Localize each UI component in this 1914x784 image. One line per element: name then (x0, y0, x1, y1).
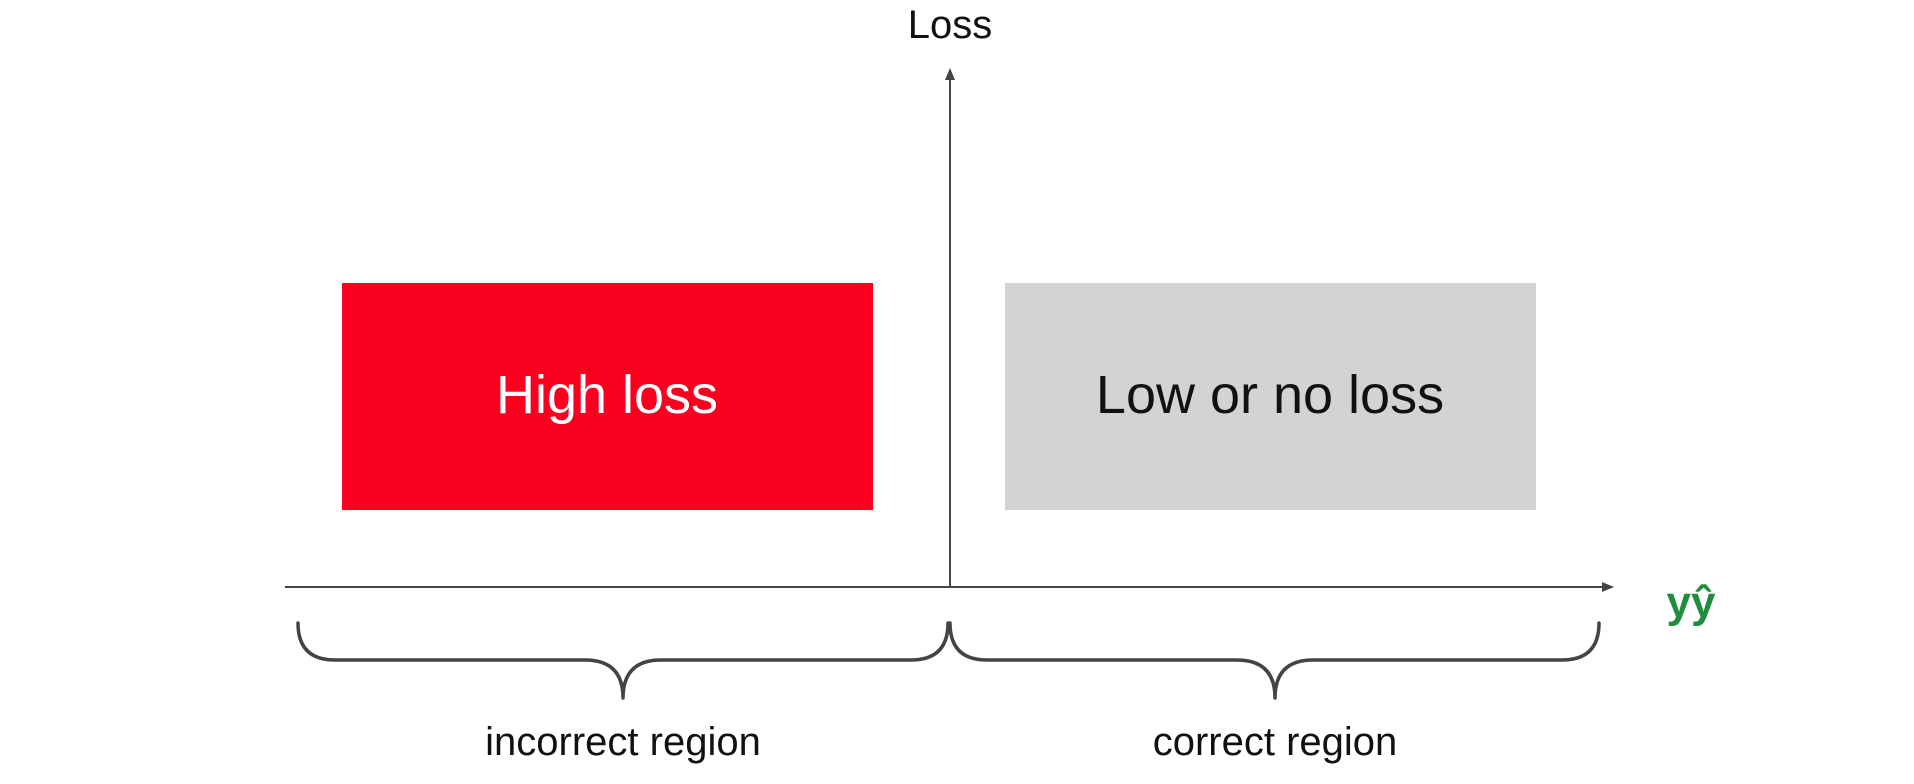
high-loss-box (342, 283, 873, 510)
correct-region-label: correct region (1153, 720, 1398, 764)
y-axis-label: Loss (908, 3, 993, 47)
low-loss-box (1005, 283, 1536, 510)
x-axis-label: yŷ (1667, 578, 1716, 627)
high-loss-label: High loss (496, 365, 718, 425)
low-loss-label: Low or no loss (1096, 365, 1444, 425)
correct-region-brace (948, 621, 1601, 700)
incorrect-region-brace (296, 621, 950, 700)
incorrect-region-label: incorrect region (485, 720, 761, 764)
